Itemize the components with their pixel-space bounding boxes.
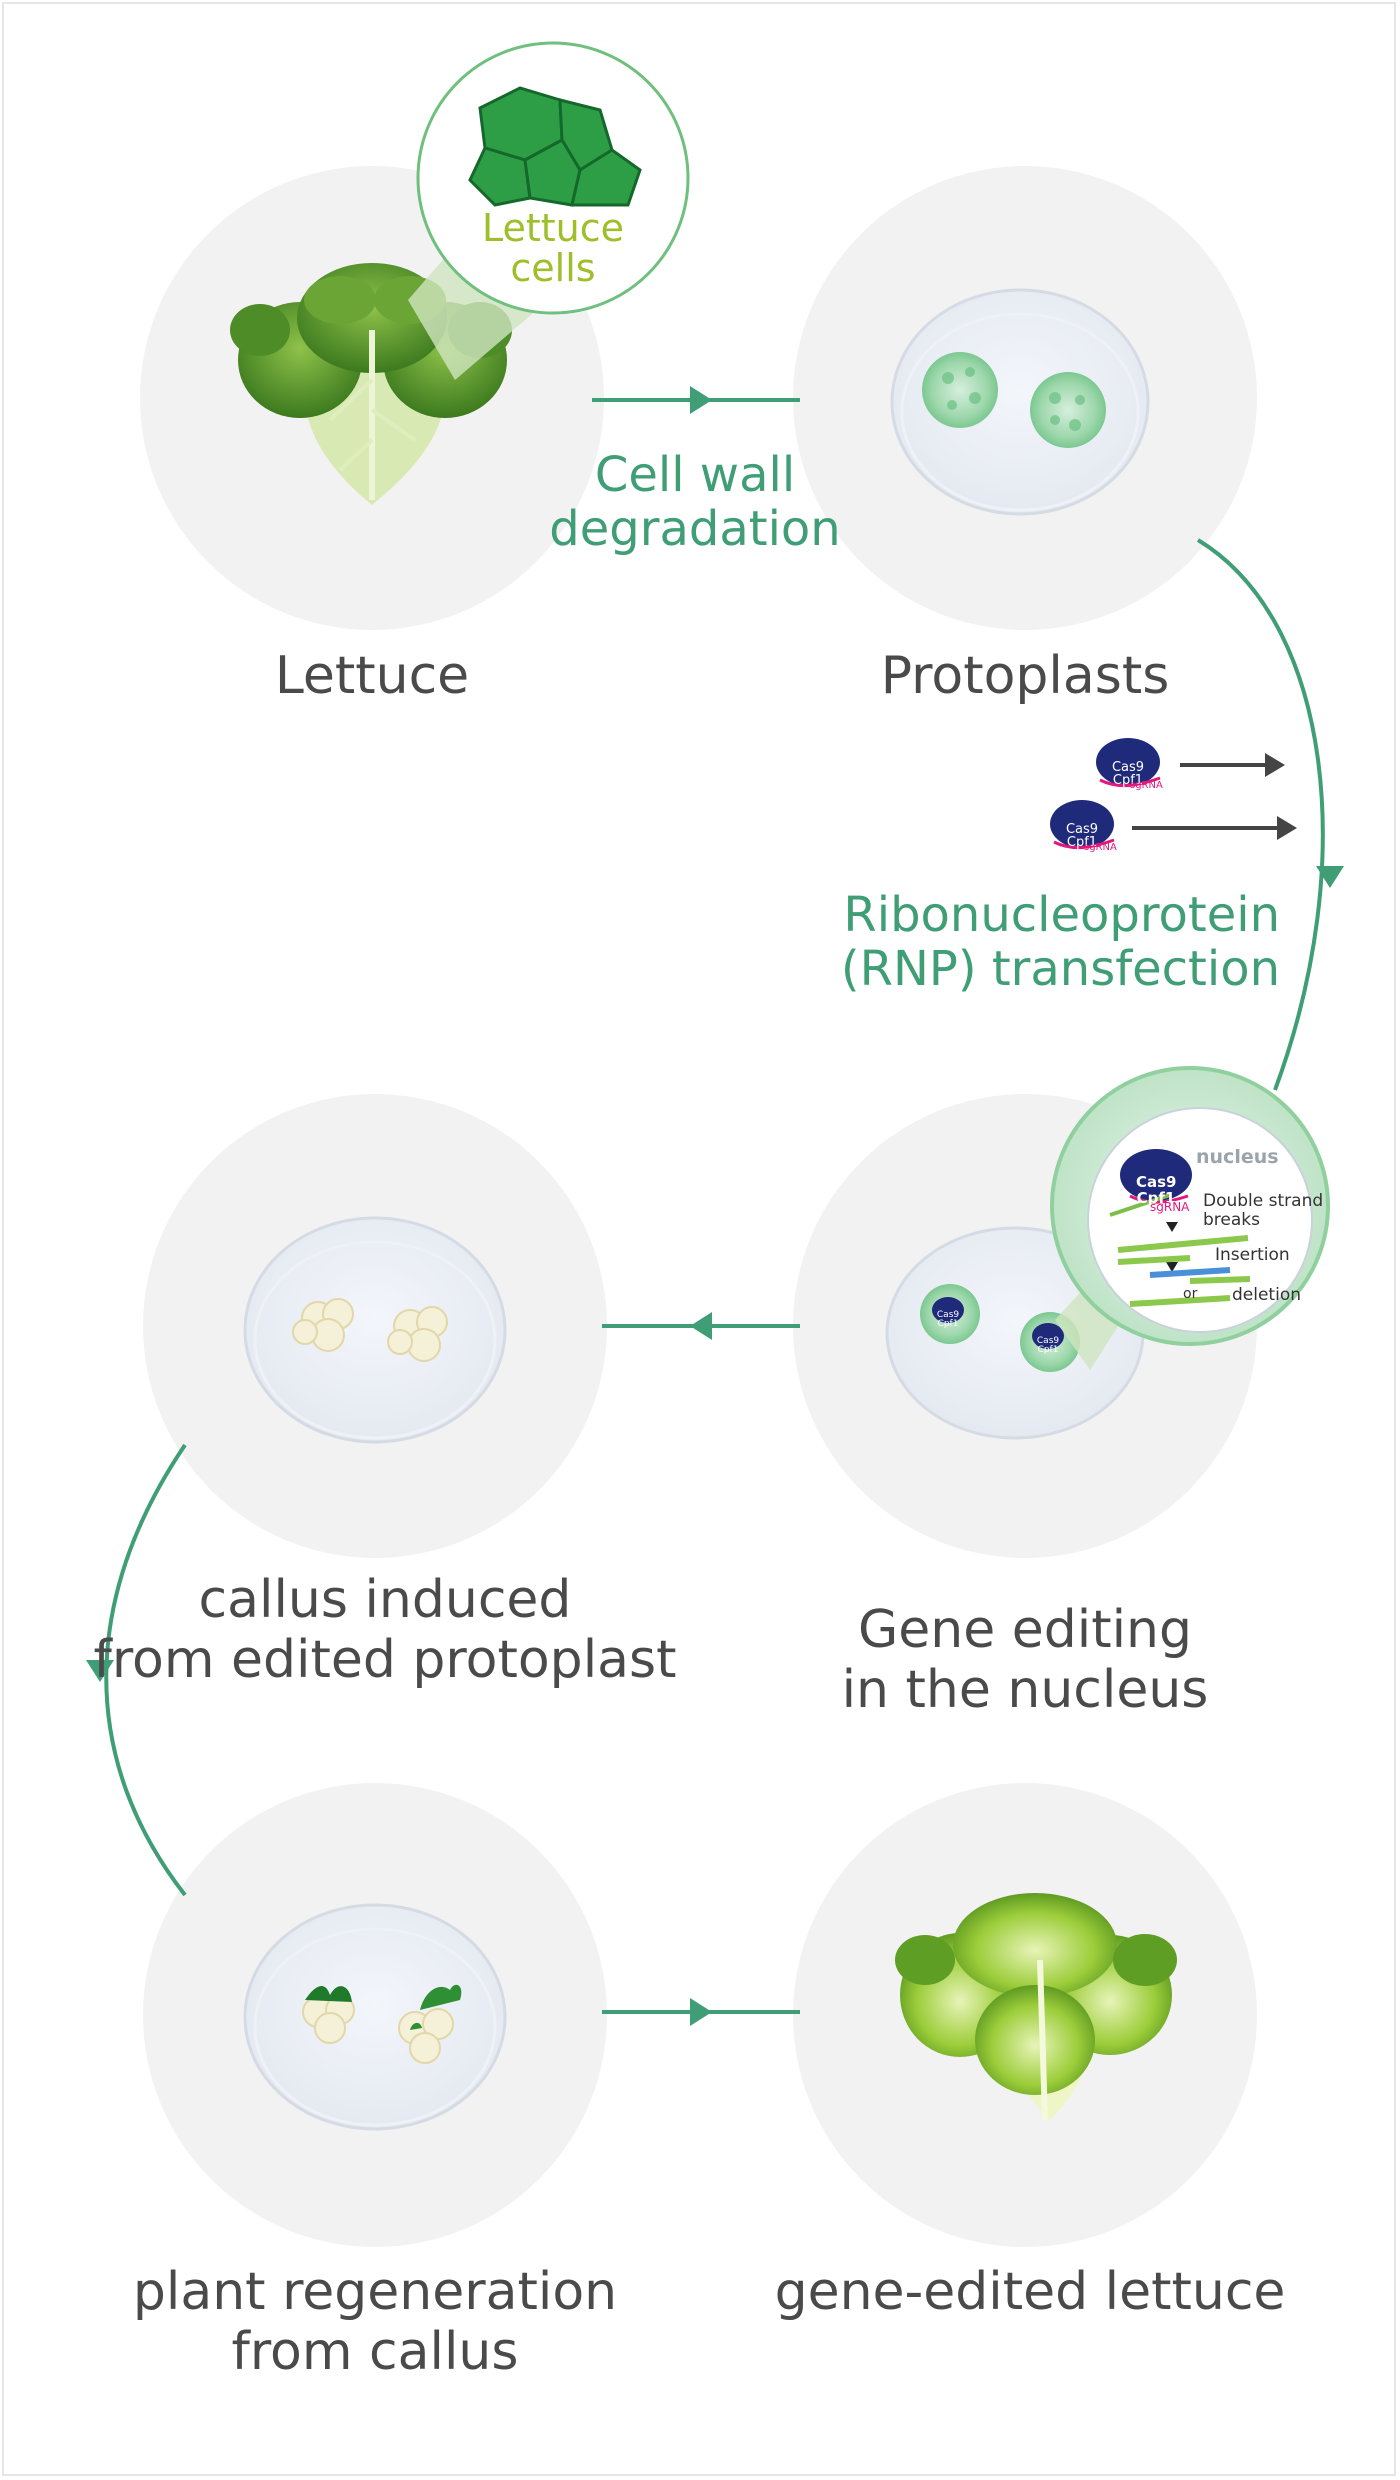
gene-editing-label: Gene editing in the nucleus [841,1600,1209,1720]
protoplasts-label: Protoplasts [880,646,1170,706]
arrow-rnp [1196,538,1344,1091]
rnp-transfection-label: Ribonucleoprotein (RNP) transfection [840,887,1280,997]
lettuce-cells-label: Lettuce cells [481,206,625,290]
rnp-bottom-sgrna-label: sgRNA [1084,842,1117,853]
regeneration-dish-image [243,1903,507,2131]
cell-wall-degradation-label: Cell wall degradation [549,447,841,557]
arrow-to-regeneration [86,1443,187,1897]
rnp-complex-top [1096,738,1285,788]
arrow-cell-wall [592,386,800,414]
rnp-top-sgrna-label: sgRNA [1130,780,1163,791]
nucleus-sgrna-label: sgRNA [1150,1200,1190,1214]
regeneration-label: plant regeneration from callus [132,2262,618,2382]
nucleus-label: nucleus [1196,1146,1279,1168]
arrow-to-final [602,1998,800,2026]
arrow-to-callus [602,1312,800,1340]
callus-dish-image [243,1216,507,1444]
gene-edited-lettuce-label: gene-edited lettuce [774,2262,1286,2322]
protoplasts-dish-image [890,288,1150,516]
or-label: or [1183,1286,1198,1302]
nucleus-zoom-inset [1050,1066,1330,1370]
double-strand-breaks-label: Double strand breaks [1203,1191,1324,1230]
lettuce-cells-inset [408,41,690,380]
rnp-complex-bottom [1050,800,1297,850]
insertion-label: Insertion [1215,1245,1290,1265]
gene-edited-lettuce-image [895,1893,1177,2121]
callus-label: callus induced from edited protoplast [93,1570,677,1690]
deletion-label: deletion [1232,1285,1301,1305]
lettuce-label: Lettuce [274,646,470,706]
